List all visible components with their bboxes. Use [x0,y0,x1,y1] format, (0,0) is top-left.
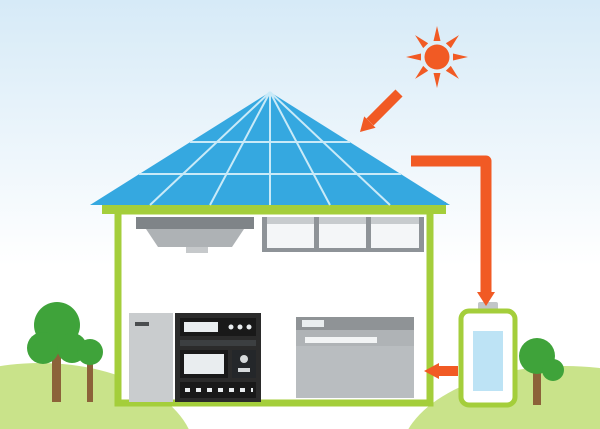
range-hood-top [136,217,254,229]
tree-foliage [542,359,564,381]
sun-ray [415,35,429,49]
kitchen [129,313,414,402]
tree-foliage [77,339,103,365]
storage-battery [458,302,518,408]
panel-grid-line [269,91,391,206]
oven-trim-strip [180,340,256,346]
panel-grid-line [209,91,271,206]
sun-ray [445,65,459,79]
range-hood-canopy [146,229,244,247]
arrow-sun-to-roof-shaft [366,89,403,126]
right-tree-group [519,338,564,405]
window-frame-bottom [262,248,424,252]
sun-core [424,44,450,70]
upper-floor-windows [262,217,424,252]
panel-grid-line [269,91,331,206]
solar-panel-grid [139,91,401,206]
arrow-roof-to-battery-shaft [411,155,492,293]
microwave-button [238,368,250,372]
arrow-roof-to-battery-head [477,292,495,306]
sun-ray [406,53,421,61]
window-mullion [419,217,424,252]
sun-ray [415,65,429,79]
sun-ray [445,35,459,49]
arrow-battery-to-appliance-head [424,363,439,379]
sun-ray [433,73,441,88]
dishwasher-top-strip [296,317,414,330]
kitchen-cabinet [129,313,173,402]
range-hood-vent [186,247,208,253]
dishwasher-control [302,320,324,327]
dishwasher-handle-slot [305,337,377,343]
tree-trunk [52,352,61,402]
window-mullion [314,217,319,252]
oven-button [246,324,252,330]
dishwasher-lower-panel [296,346,414,398]
oven-display [184,322,218,332]
oven-button [228,324,234,330]
microwave-control-side [232,350,256,378]
cabinet-handle [135,322,149,326]
microwave-window [184,354,224,374]
left-tree-group [27,302,103,402]
range-hood [136,217,254,253]
tree-trunk [533,370,541,405]
tree-foliage [27,332,59,364]
window-mullion [262,217,267,252]
left-hill [0,363,189,429]
battery-charge-level [473,331,503,391]
panel-grid-line [149,91,271,206]
tree-trunk [87,360,93,402]
sun-ray [433,26,441,41]
window-mullion [366,217,371,252]
sun-ray [453,53,468,61]
sun-icon [406,26,468,88]
oven-button [237,324,243,330]
window-shade [262,217,424,224]
energy-flow-arrows [360,89,495,379]
arrow-sun-to-roof-head [360,116,376,132]
microwave-knob [240,355,248,363]
